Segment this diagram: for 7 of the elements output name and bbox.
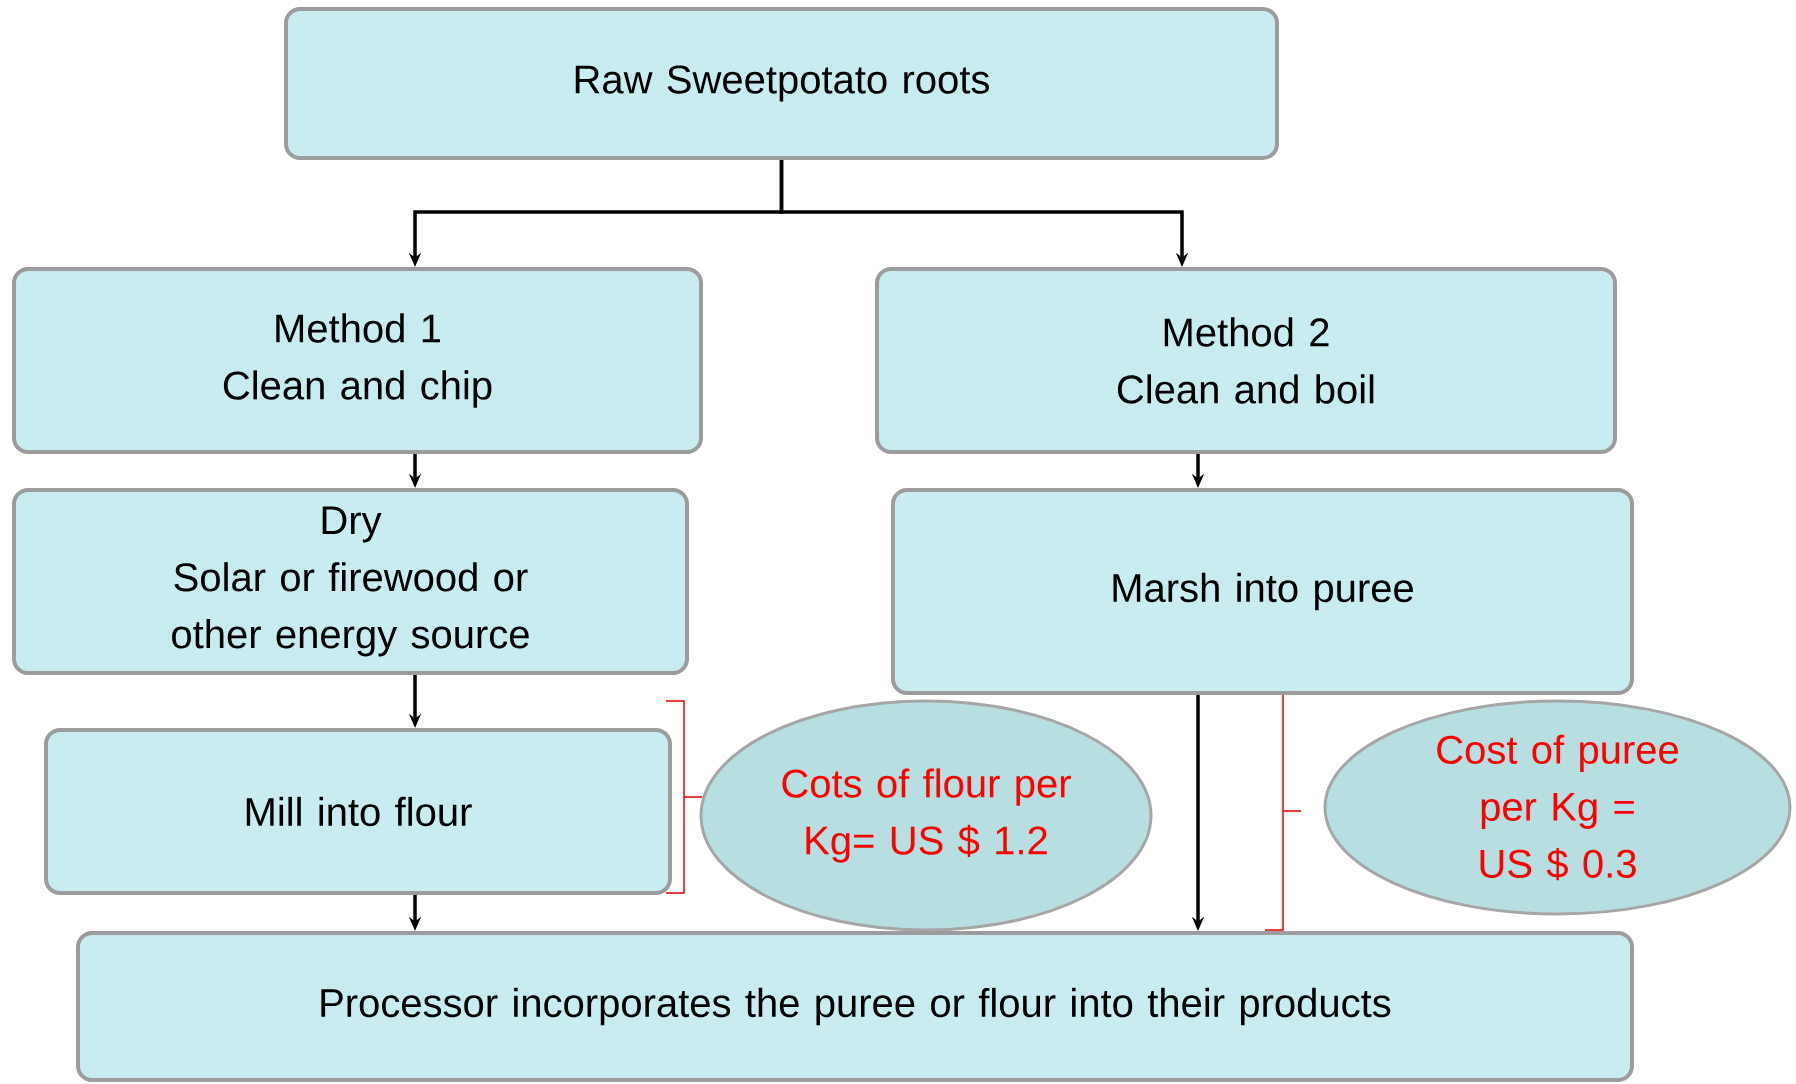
process-box: Method 2 Clean and boil (875, 267, 1617, 454)
process-box: Marsh into puree (891, 488, 1634, 695)
process-box: Dry Solar or firewood or other energy source (12, 488, 689, 675)
process-box: Raw Sweetpotato roots (284, 7, 1279, 160)
process-box: Method 1 Clean and chip (12, 267, 703, 454)
process-box: Mill into flour (44, 728, 672, 895)
process-box: Processor incorporates the puree or flour into their products (76, 931, 1634, 1082)
